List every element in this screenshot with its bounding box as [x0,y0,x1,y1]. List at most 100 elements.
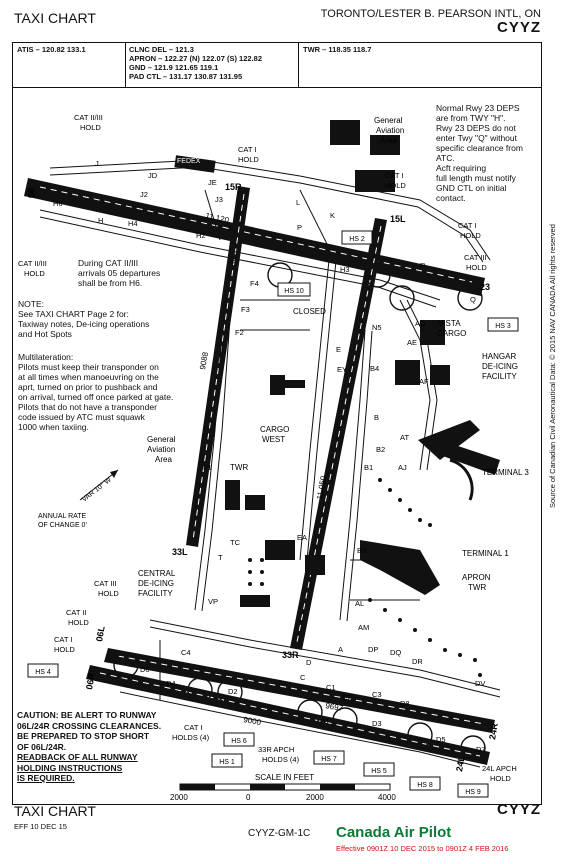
taxiway-label: P [297,223,302,232]
source-credit: Source of Canadian Civil Aeronautical Da… [548,224,557,508]
cat1-hold-label-2: CAT I [385,171,403,180]
taxiway-label: AE [407,338,417,347]
cat3-hold-label-south-b: HOLD [98,589,119,598]
hot-spot-6: HS 6 [231,738,247,745]
runway-length-15r: 9088 [198,351,210,371]
taxiway-label: C [300,673,306,682]
taxiway-label: TC [230,538,241,547]
taxiway-label: D5 [436,735,446,744]
runway-06l-24r [104,648,495,733]
document-number: CYYZ-GM-1C [248,828,311,839]
clearance-frequencies: CLNC DEL – 121.3 APRON – 122.27 (N) 122.… [129,45,262,81]
terminal-1-label: TERMINAL 1 [462,549,509,558]
apch-33r-label: 33R APCH [258,745,294,754]
taxiway-label: EA [297,533,307,542]
runway-23-label: 23 [480,282,490,292]
taxiway-label: C1 [326,683,336,692]
scale-tick: 2000 [306,793,324,802]
taxiway-label: F [231,258,236,267]
rwy23-departure-note: Normal Rwy 23 DEPS are from TWY "H". Rwy… [436,103,523,203]
central-deicing-label-3: FACILITY [138,589,173,598]
taxiway-label: R [420,261,426,270]
apron-stand-markers [248,478,482,677]
ga-area-south-label-2: Aviation [147,445,175,454]
taxiway-label: H [98,216,103,225]
ga-area-south-label-1: General [147,435,176,444]
chart-frame [12,86,542,805]
taxiway-label: C4 [181,648,191,657]
cat1-holds-label-b: HOLDS (4) [172,733,210,742]
apron-twr-label-2: TWR [468,583,486,592]
runway-15r-33l [186,186,250,547]
cargo-west-label-1: CARGO [260,425,289,434]
hot-spot-9: HS 9 [465,789,481,796]
hot-spot-labels: HS 2 HS 3 HS 10 HS 4 HS 6 HS 1 HS 7 HS 5… [27,230,519,798]
cat23-arrivals-note: During CAT II/III arrivals 05 departures… [78,258,161,288]
apch-33r-label-b: HOLDS (4) [262,755,300,764]
cat23-hold-label-west-b: HOLD [24,269,45,278]
buildings [174,120,500,607]
taxiway-label: B [374,413,379,422]
taxiway-label: F3 [241,305,250,314]
taxiway-label: D [306,658,312,667]
taxiway-label: D1 [320,717,330,726]
taxiway-label: B1 [364,463,373,472]
taxiway-label: C2 [342,693,352,702]
ga-area-label-1: General [374,116,403,125]
runway-length-15l: 11,050 [315,475,328,501]
taxiway-label: B4 [370,364,379,373]
apch-24l-label: 24L APCH [482,764,517,773]
taxiway-label: L [296,198,300,207]
hangar-label-3: FACILITY [482,372,517,381]
taxiway-label: E [336,345,341,354]
runway-06r-24l [86,665,490,765]
taxiway-label: H6 [53,199,63,208]
hot-spot-8: HS 8 [417,782,433,789]
brand-name: Canada Air Pilot [336,824,452,841]
taxiway-label: N5 [372,323,382,332]
taxiway-label: EY [337,365,347,374]
ga-area-label-2: Aviation [376,126,404,135]
taxiway-label: D2 [228,687,238,696]
taxiway-label: H4 [128,219,138,228]
cat1-hold-label-sw: CAT I [54,635,72,644]
runway-05-label: 05 [26,188,36,198]
annual-rate-label-2: OF CHANGE 0' [38,522,87,529]
runway-length-06r: 9000 [243,715,263,727]
hot-spot-circles [113,262,486,761]
caution-note: CAUTION: BE ALERT TO RUNWAY 06L/24R CROS… [17,710,162,783]
airport-header: TORONTO/LESTER B. PEARSON INTL, ON CYYZ [321,8,541,35]
runway-06l-label: 06L [94,625,107,643]
frequency-box: ATIS – 120.82 133.1 CLNC DEL – 121.3 APR… [12,42,542,88]
apron-frequency: APRON – 122.27 (N) 122.07 (S) 122.82 [129,54,262,63]
hot-spot-4: HS 4 [35,669,51,676]
runway-labels: 05 23 15R 15L 33L 33R 06L 06R 24R 24L [26,182,500,772]
taxiway-label: F1 [203,463,212,472]
taxiway-label: VP [208,597,218,606]
taxiway-label: F4 [250,279,259,288]
runway-lengths: 11,120 9088 11,050 9697 9000 [198,211,344,727]
runway-length-06l: 9697 [325,701,345,713]
cat1-hold-label-sw-b: HOLD [54,645,75,654]
hot-spot-2: HS 2 [349,236,365,243]
runway-15l-label: 15L [390,214,406,224]
effective-date: EFF 10 DEC 15 [14,822,67,831]
cat23-hold-label-north-2: HOLD [80,123,101,132]
cat23-hold-label-north: CAT II/III [74,113,103,122]
taxiway-label: K [330,211,335,220]
atis-frequency: ATIS – 120.82 133.1 [17,45,86,54]
cat3-hold-label-east: CAT III [464,253,487,262]
cargo-west-label-2: WEST [262,435,285,444]
cat23-hold-label-west: CAT II/III [18,259,47,268]
taxiway-label: F2 [235,328,244,337]
scale-tick: 2000 [170,793,188,802]
taxiway-label: J2 [140,190,148,199]
taxiway-label: JD [148,171,158,180]
effective-period: Effective 0901Z 10 DEC 2015 to 0901Z 4 F… [336,844,509,853]
taxiway-label: AD [415,319,426,328]
cat1-hold-label-3b: HOLD [460,231,481,240]
taxiway-label: T [218,553,223,562]
hangar-label-1: HANGAR [482,352,516,361]
ga-area-label-3: Area [380,136,397,145]
footer-airport-code: CYYZ [496,801,541,818]
